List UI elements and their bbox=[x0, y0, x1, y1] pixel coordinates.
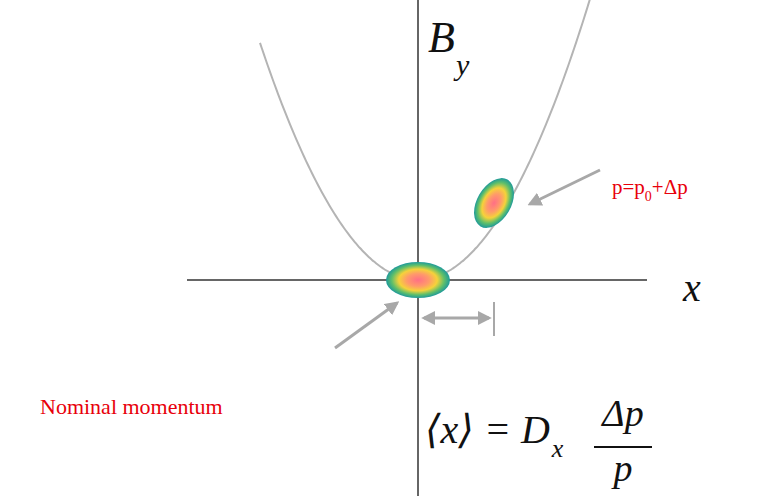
axis-subscript: y bbox=[456, 50, 469, 80]
beam-spot bbox=[466, 171, 522, 235]
momentum-label: +Δp bbox=[652, 177, 688, 198]
y-axis bbox=[417, 0, 419, 496]
axis-label: x bbox=[683, 268, 701, 308]
offset-tick bbox=[493, 302, 495, 336]
formula-subscript: x bbox=[552, 436, 564, 462]
fraction-denominator: p bbox=[614, 449, 633, 487]
parabola-curve bbox=[260, 0, 590, 280]
fraction-bar bbox=[594, 446, 652, 448]
offset-arrow bbox=[424, 317, 489, 320]
momentum-label: p=p bbox=[612, 177, 645, 198]
fraction-numerator: Δp bbox=[602, 394, 643, 432]
nominal-label: Nominal momentum bbox=[40, 396, 223, 418]
momentum-subscript: 0 bbox=[645, 190, 652, 204]
leader-arrow bbox=[335, 303, 397, 348]
formula-text: ⟨x⟩ = D bbox=[425, 410, 550, 450]
axis-label: B bbox=[428, 16, 455, 60]
leader-arrow bbox=[530, 170, 600, 204]
beam-spot bbox=[386, 262, 450, 298]
